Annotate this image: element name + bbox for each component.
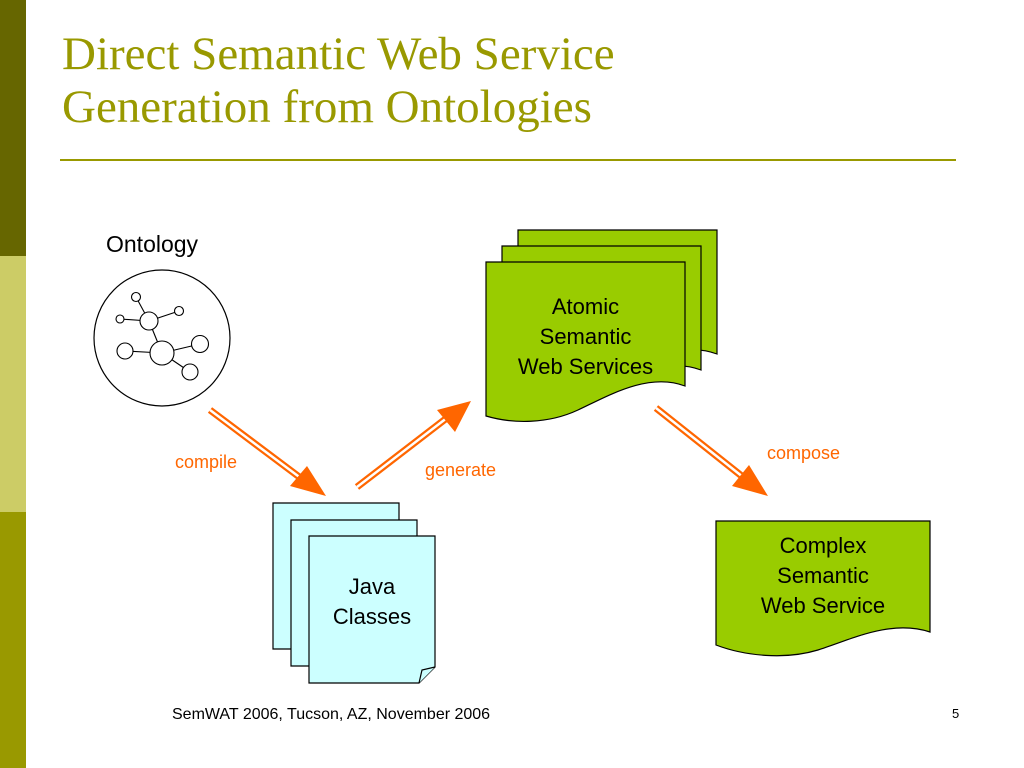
ontology-node [139, 311, 159, 331]
ontology-label: Ontology [106, 231, 199, 257]
slide-footer: SemWAT 2006, Tucson, AZ, November 2006 [172, 706, 491, 723]
java-page-fold [418, 666, 436, 684]
ontology-node [190, 334, 210, 354]
atomic-doc-front [485, 261, 686, 422]
ontology-node [149, 340, 175, 366]
complex-line-3: Web Service [760, 593, 886, 618]
generate-label: generate [425, 460, 497, 480]
title-line-2: Generation from Ontologies [62, 81, 592, 133]
side-bar-middle [0, 256, 26, 512]
atomic-line-1: Atomic [551, 294, 620, 319]
compile-label: compile [175, 452, 238, 472]
compose-arrow [653, 405, 768, 496]
ontology-node [115, 314, 125, 324]
title-line-1: Direct Semantic Web Service [62, 28, 615, 80]
generate-arrow [354, 401, 471, 490]
compose-label: compose [767, 443, 841, 463]
complex-line-1: Complex [779, 533, 867, 558]
java-classes-stack [272, 502, 436, 684]
slide-title: Direct Semantic Web Service Generation f… [62, 28, 962, 134]
java-classes-text: Java Classes [309, 572, 435, 632]
ontology-node [173, 305, 185, 317]
atomic-line-2: Semantic [539, 324, 632, 349]
side-bar-top [0, 0, 26, 256]
ontology-circle [93, 269, 231, 407]
title-rule [60, 159, 956, 161]
atomic-services-stack [485, 229, 718, 422]
atomic-services-text: Atomic Semantic Web Services [486, 292, 685, 382]
compile-arrow [207, 407, 326, 496]
java-line-2: Classes [332, 604, 412, 629]
slide-number: 5 [952, 706, 960, 721]
side-bar-bottom [0, 512, 26, 768]
ontology-node [181, 363, 199, 381]
ontology-node [116, 342, 134, 360]
complex-service-doc [715, 520, 931, 657]
complex-service-text: Complex Semantic Web Service [716, 531, 930, 621]
ontology-graph [93, 269, 231, 407]
atomic-line-3: Web Services [517, 354, 654, 379]
ontology-node [130, 291, 142, 303]
java-line-1: Java [348, 574, 396, 599]
complex-line-2: Semantic [777, 563, 869, 588]
